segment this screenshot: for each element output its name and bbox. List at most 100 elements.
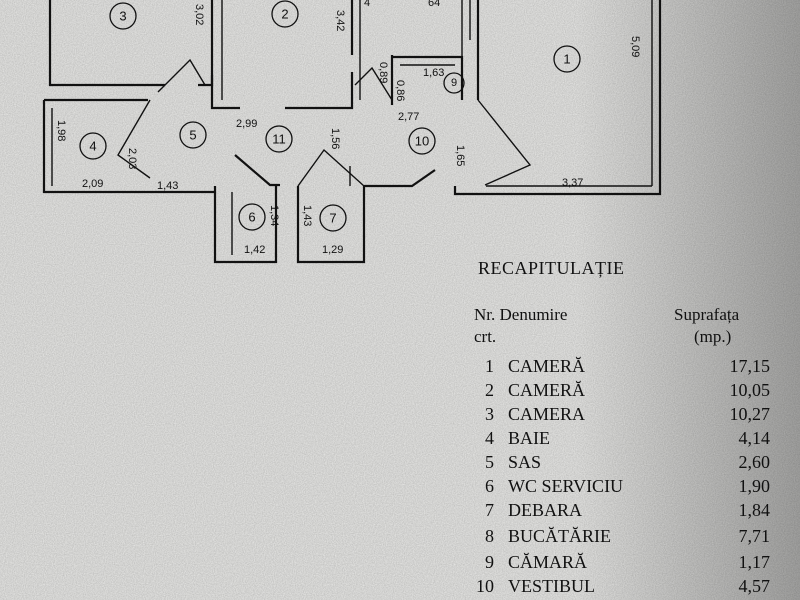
door-swing	[117, 99, 151, 179]
row-number: 2	[485, 380, 494, 400]
dimension-label: 1,42	[244, 244, 265, 256]
dimension-label: 1,65	[454, 145, 466, 166]
dimension-label: 3,37	[562, 177, 583, 189]
room-marker: 9	[443, 72, 465, 94]
dimension-label: 2,03	[126, 148, 138, 169]
row-number: 9	[485, 552, 494, 572]
room-area: 1,84	[738, 500, 771, 520]
room-number: 1	[563, 52, 570, 67]
room-area: 7,71	[738, 526, 771, 546]
dimension-label: 0,89	[377, 62, 389, 83]
room-area: 17,15	[729, 356, 771, 376]
room-name: BUCĂTĂRIE	[508, 526, 611, 546]
table-row: 5 SAS 2,60	[472, 452, 772, 476]
row-number: 1	[485, 356, 494, 376]
row-number: 5	[485, 452, 494, 472]
room-number: 2	[281, 7, 288, 22]
column-header-number: crt.	[474, 327, 497, 346]
room-marker: 7	[319, 204, 347, 232]
room-name: CAMERA	[508, 404, 586, 424]
wall	[42, 100, 150, 194]
table-row: 3 CAMERA 10,27	[472, 404, 772, 428]
room-number: 10	[415, 134, 429, 149]
room-marker: 5	[179, 121, 207, 149]
door-swing	[477, 99, 532, 186]
room-area: 4,14	[738, 428, 771, 448]
dimension-label: 2,77	[398, 111, 419, 123]
dimension-label: 3,02	[193, 4, 205, 25]
room-area: 2,60	[738, 452, 771, 472]
column-header-name: Nr. Denumire	[474, 305, 568, 324]
table-row: 1 CAMERĂ 17,15	[472, 356, 772, 380]
room-name: VESTIBUL	[508, 576, 595, 596]
room-marker: 1	[553, 45, 581, 73]
wall	[364, 169, 436, 188]
room-number: 9	[451, 77, 457, 89]
room-name: CAMERĂ	[508, 356, 586, 376]
room-number: 4	[89, 139, 96, 154]
table-row: 2 CAMERĂ 10,05	[472, 380, 772, 404]
door-swing	[297, 148, 365, 187]
dimension-label: 4	[364, 0, 370, 9]
row-number: 6	[485, 476, 494, 496]
dimension-label: 2,09	[82, 178, 103, 190]
wall	[453, 0, 662, 196]
room-area: 1,17	[738, 552, 771, 572]
dimension-label: 1,63	[423, 67, 444, 79]
room-number: 11	[272, 132, 286, 147]
room-name: SAS	[508, 452, 542, 472]
column-header-area: Suprafața	[674, 305, 740, 324]
table-row: 10 VESTIBUL 4,57	[472, 576, 772, 600]
room-number: 7	[329, 211, 336, 226]
dimension-label: 1,29	[322, 244, 343, 256]
room-marker: 3	[109, 2, 137, 30]
room-area: 10,05	[729, 380, 771, 400]
room-marker: 2	[271, 0, 299, 28]
dimension-label: 2,99	[236, 118, 257, 130]
dimension-label: 0,86	[394, 80, 406, 101]
dimension-label: 5,09	[629, 36, 641, 57]
row-number: 8	[485, 526, 494, 546]
table-title: RECAPITULAȚIE	[478, 258, 625, 278]
table-row: 4 BAIE 4,14	[472, 428, 772, 452]
room-area: 4,57	[738, 576, 771, 596]
wall	[48, 0, 165, 87]
room-number: 3	[119, 9, 126, 24]
table-row: 9 CĂMARĂ 1,17	[472, 552, 772, 576]
column-header-unit: (mp.)	[694, 327, 732, 346]
dimension-label: 1,34	[268, 205, 280, 226]
wall	[210, 75, 240, 110]
row-number: 3	[485, 404, 494, 424]
wall	[213, 186, 278, 264]
room-marker: 11	[265, 125, 293, 153]
table-row: 7 DEBARA 1,84	[472, 500, 772, 524]
room-marker: 10	[408, 127, 436, 155]
room-name: CAMERĂ	[508, 380, 586, 400]
wall	[285, 72, 354, 110]
room-marker: 4	[79, 132, 107, 160]
room-number: 6	[248, 210, 255, 225]
dimension-label: 64	[428, 0, 440, 9]
room-area: 10,27	[729, 404, 771, 424]
table-row: 8 BUCĂTĂRIE 7,71	[472, 526, 772, 550]
wall	[296, 186, 366, 264]
row-number: 10	[476, 576, 494, 596]
dimension-label: 1,56	[329, 128, 341, 149]
room-marker: 6	[238, 203, 266, 231]
door-swing	[354, 66, 393, 101]
room-number: 5	[189, 128, 196, 143]
row-number: 7	[485, 500, 494, 520]
dimension-label: 3,42	[334, 10, 346, 31]
dimension-label: 1,98	[55, 120, 67, 141]
row-number: 4	[485, 428, 494, 448]
room-name: DEBARA	[508, 500, 583, 520]
dimension-label: 1,43	[157, 180, 178, 192]
wall	[234, 154, 280, 187]
room-area: 1,90	[738, 476, 771, 496]
room-name: BAIE	[508, 428, 550, 448]
door-swing	[157, 58, 206, 93]
room-name: CĂMARĂ	[508, 552, 588, 572]
dimension-label: 1,43	[301, 205, 313, 226]
